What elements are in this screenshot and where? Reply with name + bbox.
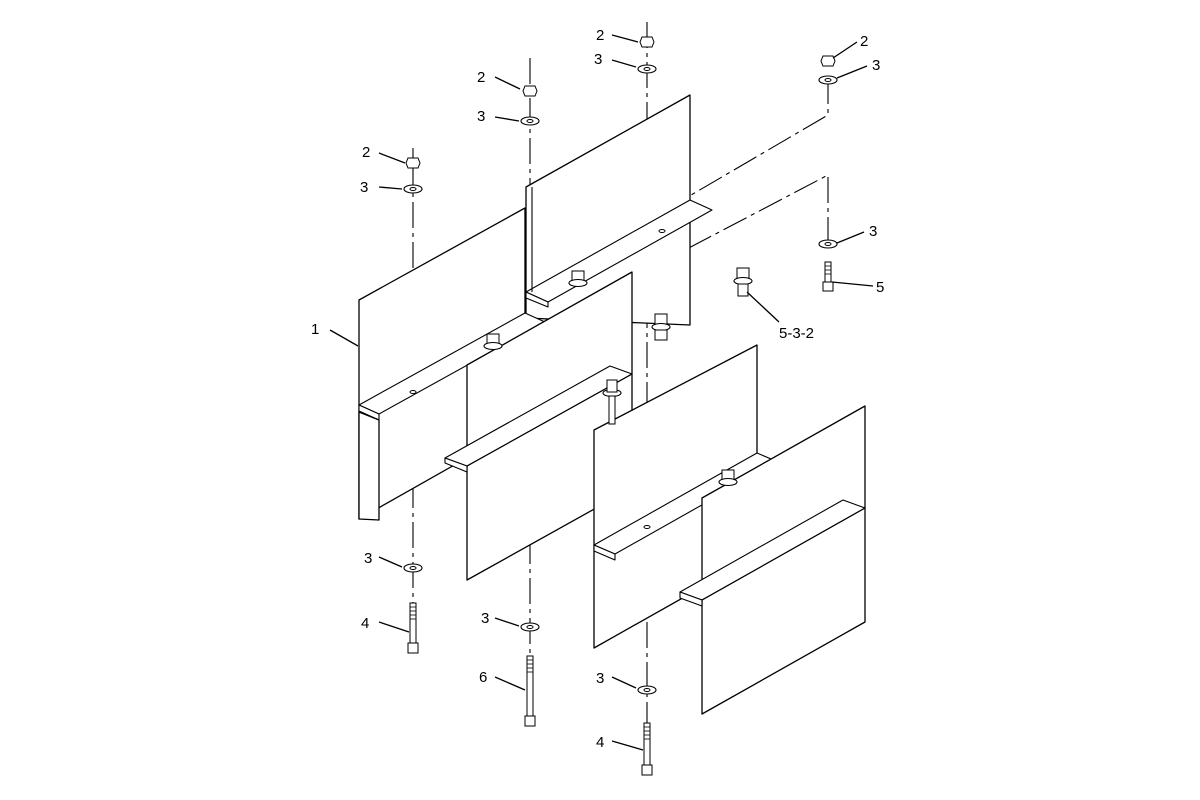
callout-1: 1 xyxy=(311,321,319,338)
callout-2: 2 xyxy=(596,27,604,44)
bolt-icon xyxy=(602,379,622,425)
bolt-icon xyxy=(524,655,536,727)
callout-2: 2 xyxy=(860,33,868,50)
callout-4: 4 xyxy=(361,615,369,632)
callout-3: 3 xyxy=(364,550,372,567)
callout-6: 6 xyxy=(479,669,487,686)
top-fasteners xyxy=(403,36,838,292)
leader-lines xyxy=(329,34,874,751)
bolt-head-icon xyxy=(568,270,588,288)
bolt-icon xyxy=(407,602,419,654)
callout-5: 5 xyxy=(876,279,884,296)
bolt-head-icon xyxy=(483,333,503,351)
callout-2: 2 xyxy=(477,69,485,86)
bottom-fasteners xyxy=(403,563,657,776)
nut-icon xyxy=(405,157,421,169)
callout-2: 2 xyxy=(362,144,370,161)
callout-3: 3 xyxy=(477,108,485,125)
bolt-icon xyxy=(641,722,653,776)
plate-center xyxy=(444,271,633,581)
mounted-bolts xyxy=(483,267,753,487)
callout-3: 3 xyxy=(872,57,880,74)
callout-3: 3 xyxy=(360,179,368,196)
plate-front-right xyxy=(679,405,866,715)
nut-icon xyxy=(639,36,655,48)
bolt-head-icon xyxy=(718,469,738,487)
nut-icon xyxy=(820,55,836,67)
bolt-nut-assembly-icon xyxy=(651,313,671,341)
nut-icon xyxy=(522,85,538,97)
callout-3: 3 xyxy=(481,610,489,627)
callout-labels: 1 2 3 2 3 2 3 2 3 3 5 5-3-2 3 4 3 6 3 4 xyxy=(311,27,884,751)
callout-3: 3 xyxy=(869,223,877,240)
bolt-washer-nut-assembly-icon xyxy=(733,267,753,297)
callout-3: 3 xyxy=(594,51,602,68)
callout-3: 3 xyxy=(596,670,604,687)
callout-4: 4 xyxy=(596,734,604,751)
callout-5-3-2: 5-3-2 xyxy=(779,325,814,342)
bolt-icon xyxy=(822,261,834,292)
